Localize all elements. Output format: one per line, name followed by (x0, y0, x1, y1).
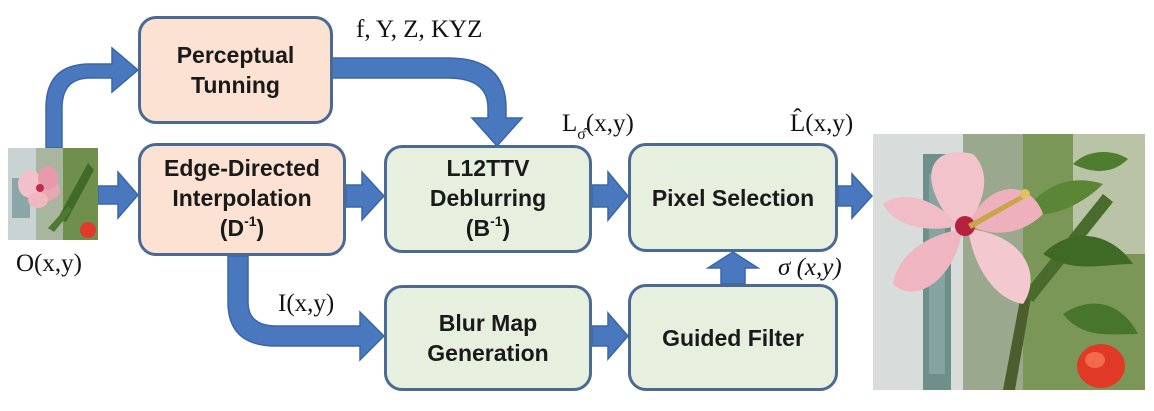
l12ttv-deblurring-box: L12TTV Deblurring (B-1) (384, 145, 592, 253)
arrow-blurmap-to-guided (591, 310, 629, 362)
edge-line3: (D-1) (219, 213, 265, 241)
edge-line1: Edge-Directed (164, 155, 320, 181)
pixel-line1: Pixel Selection (651, 184, 815, 211)
input-image (8, 148, 98, 240)
arrow-l12ttv-to-pixel (591, 169, 629, 223)
label-input: O(x,y) (16, 250, 82, 277)
output-image (873, 134, 1145, 390)
blurmap-line1: Blur Map (438, 310, 538, 336)
edge-directed-box: Edge-Directed Interpolation (D-1) (138, 143, 346, 256)
blur-map-box: Blur Map Generation (384, 285, 592, 391)
arrow-pixel-to-output (837, 172, 874, 220)
l12ttv-line1: L12TTV (446, 154, 530, 181)
perceptual-tuning-box: Perceptual Tunning (138, 16, 333, 124)
edge-line2: Interpolation (172, 185, 312, 211)
arrow-edge-to-blurmap-body (227, 255, 386, 362)
arrow-perceptual-to-l12ttv (331, 57, 524, 148)
perceptual-line1: Perceptual (176, 42, 295, 68)
arrow-input-to-edge (97, 169, 139, 221)
arrow-edge-to-l12ttv (345, 170, 386, 222)
label-params: f, Y, Z, KYZ (356, 16, 483, 43)
arrow-input-to-perceptual (45, 46, 140, 149)
l12ttv-line2: Deblurring (429, 184, 547, 211)
label-lsigma: Lσ̂(x,y) (562, 110, 634, 143)
guided-line1: Guided Filter (662, 324, 804, 351)
label-interp: I(x,y) (278, 290, 335, 317)
label-lhat: L̂(x,y) (790, 110, 854, 137)
blurmap-line2: Generation (427, 340, 549, 366)
l12ttv-line3: (B-1) (465, 212, 511, 241)
label-sigma: σ (x,y) (778, 254, 842, 281)
pixel-selection-box: Pixel Selection (628, 143, 838, 252)
perceptual-line2: Tunning (191, 72, 280, 98)
guided-filter-box: Guided Filter (628, 284, 838, 391)
arrow-guided-to-pixel (705, 251, 761, 285)
